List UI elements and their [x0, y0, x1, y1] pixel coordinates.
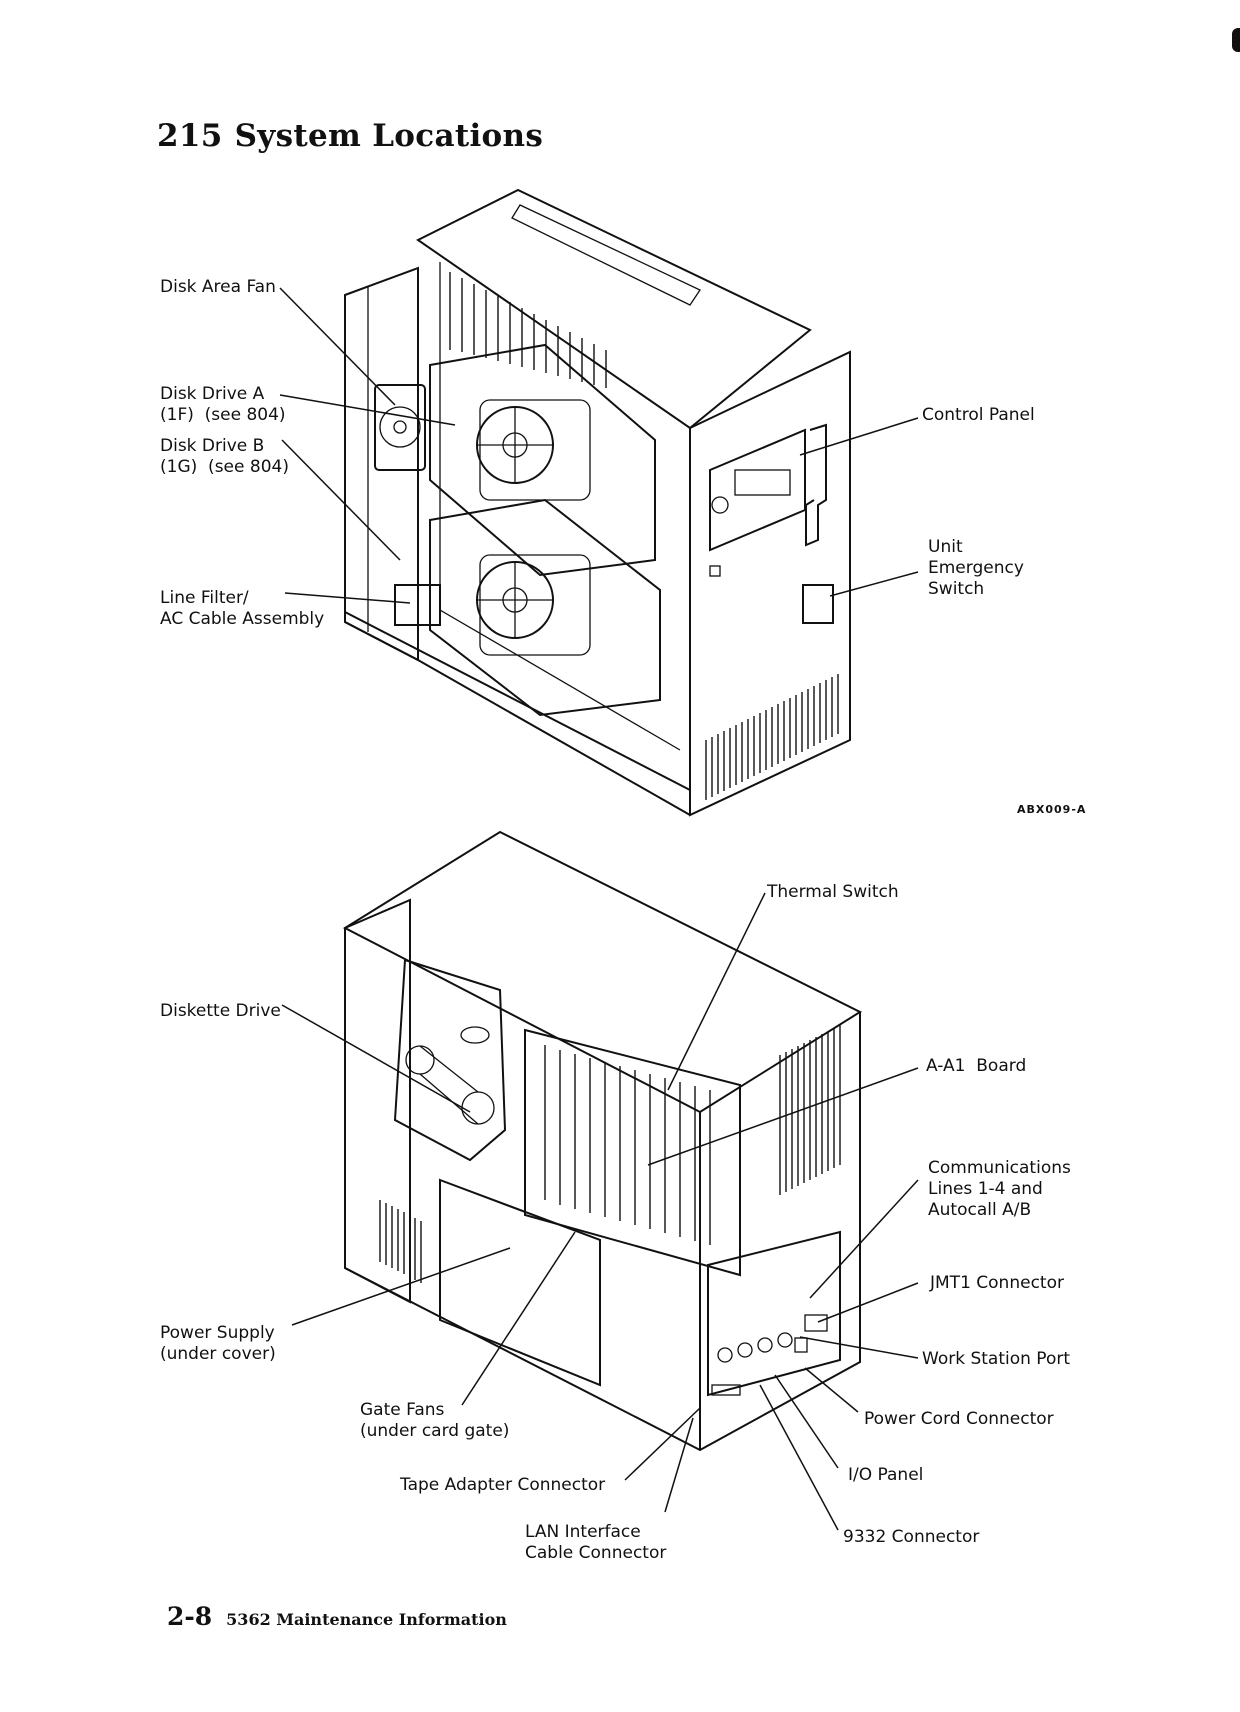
callout-unit-emergency-switch: Unit Emergency Switch [928, 537, 1024, 599]
top-callout-leaders [279, 287, 919, 604]
page-footer: 2-8 5362 Maintenance Information [167, 1602, 507, 1631]
disk-drive-b-drawing [429, 498, 661, 717]
page-number: 2-8 [167, 1602, 213, 1631]
control-panel-drawing [709, 423, 827, 552]
line-filter-drawing [394, 584, 441, 626]
callout-lan-interface-cable-connector: LAN Interface Cable Connector [525, 1522, 667, 1563]
disk-area-fan [374, 384, 426, 471]
bottom-callout-leaders [281, 892, 919, 1531]
bottom-vents [379, 1025, 841, 1283]
callout-disk-drive-b: Disk Drive B (1G) (see 804) [160, 436, 289, 477]
unit-emergency-switch-drawing [802, 584, 834, 624]
callout-line-filter: Line Filter/ AC Cable Assembly [160, 588, 325, 629]
callout-tape-adapter-connector: Tape Adapter Connector [400, 1475, 606, 1495]
callout-io-panel: I/O Panel [848, 1465, 924, 1485]
callout-work-station-port: Work Station Port [922, 1349, 1070, 1369]
publication-title: 5362 Maintenance Information [226, 1610, 507, 1629]
callout-jmt1-connector: JMT1 Connector [930, 1273, 1064, 1293]
top-system-unit-drawing [344, 188, 851, 817]
section-heading: 215 System Locations [157, 118, 543, 154]
bottom-system-unit-drawing [342, 830, 863, 1452]
bottom-top-cover [342, 830, 863, 1114]
diskette-drive-drawing [393, 958, 507, 1162]
top-right-vent [705, 674, 839, 800]
bottom-left-end-panel [344, 898, 411, 1304]
disk-drive-a-drawing [429, 343, 656, 577]
callout-communications-lines: Communications Lines 1-4 and Autocall A/… [928, 1158, 1071, 1220]
callout-9332-connector: 9332 Connector [843, 1527, 980, 1547]
callout-diskette-drive: Diskette Drive [160, 1001, 281, 1021]
power-supply-cover-drawing [439, 1178, 601, 1387]
page-edge-mark [1232, 28, 1240, 52]
callout-power-supply: Power Supply (under cover) [160, 1323, 276, 1364]
top-right-end-panel [689, 350, 851, 817]
callout-thermal-switch: Thermal Switch [767, 882, 899, 902]
top-cover [416, 188, 812, 430]
callout-disk-drive-a: Disk Drive A (1F) (see 804) [160, 384, 286, 425]
callout-control-panel: Control Panel [922, 405, 1035, 425]
figure-code: ABX009-A [1017, 803, 1087, 816]
callout-a-a1-board: A-A1 Board [926, 1056, 1027, 1076]
io-panel-drawing [707, 1230, 841, 1397]
card-gate-drawing [524, 1028, 741, 1277]
section-title: System Locations [234, 118, 544, 154]
section-number: 215 [157, 118, 223, 154]
callout-disk-area-fan: Disk Area Fan [160, 277, 276, 297]
rear-card-fins [449, 272, 607, 388]
callout-power-cord-connector: Power Cord Connector [864, 1409, 1054, 1429]
callout-gate-fans: Gate Fans (under card gate) [360, 1400, 510, 1441]
